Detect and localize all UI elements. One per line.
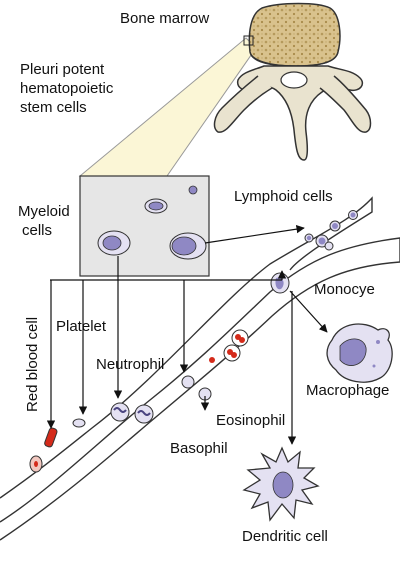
eosinophil-label: Eosinophil [216,412,286,429]
basophil-cells [181,375,212,401]
basophil-label: Basophil [170,440,228,457]
monocyte-label: Monocye [314,281,375,298]
red-blood-cell-label: Red blood cell [24,316,41,412]
platelet-cell [72,418,86,428]
blood-vessel [0,237,400,541]
stem-cell-label-line1: Pleuri potent [20,61,105,78]
neutrophil-cells [110,402,154,424]
platelet-label: Platelet [56,318,107,335]
lymphoid-cells-label: Lymphoid cells [234,188,333,205]
macrophage-cell [326,323,393,383]
myeloid-label-line1: Myeloid [18,203,70,220]
lymphoid-cell-group [304,210,358,251]
red-blood-cells [29,427,58,473]
bone-marrow-label: Bone marrow [120,10,210,27]
lymphoid-vessel [0,196,373,499]
stem-cell-label-line2: hematopoietic [20,80,114,97]
neutrophil-label: Neutrophil [96,356,165,373]
monocyte-cell [270,272,290,294]
dendritic-cell-shape [242,446,320,522]
macrophage-label: Macrophage [306,382,390,399]
eosinophil-cells [209,329,249,363]
dendritic-cell-label: Dendritic cell [242,528,328,545]
stem-cell-label-line3: stem cells [20,99,87,116]
vertebra-illustration [213,2,372,161]
myeloid-label-line2: cells [22,222,53,239]
